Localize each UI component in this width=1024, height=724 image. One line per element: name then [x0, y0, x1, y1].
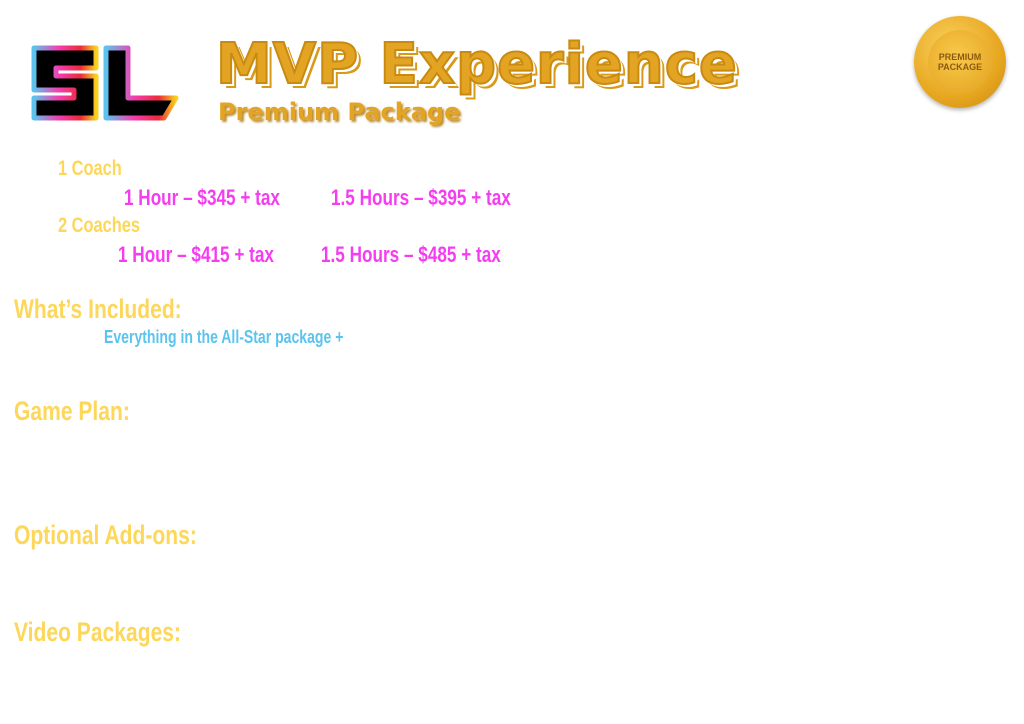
page-subtitle: Premium Package [218, 98, 461, 126]
heading-whats-included: What’s Included: [14, 294, 182, 324]
sl-logo [31, 45, 179, 121]
tier-label-1-coach: 1 Coach [58, 157, 122, 180]
badge-line2: PACKAGE [937, 62, 983, 72]
price-option: 1.5 Hours – $485 + tax [321, 242, 501, 267]
heading-game-plan: Game Plan: [14, 396, 130, 426]
price-option: 1 Hour – $415 + tax [118, 242, 274, 267]
page-title: MVP Experience [215, 31, 738, 98]
heading-optional-addons: Optional Add-ons: [14, 520, 197, 550]
included-item: Everything in the All-Star package + [104, 327, 344, 347]
price-option: 1 Hour – $345 + tax [124, 185, 280, 210]
tier-label-2-coaches: 2 Coaches [58, 214, 140, 237]
price-option: 1.5 Hours – $395 + tax [331, 185, 511, 210]
heading-video-packages: Video Packages: [14, 617, 182, 647]
badge-line1: PREMIUM [938, 52, 982, 62]
